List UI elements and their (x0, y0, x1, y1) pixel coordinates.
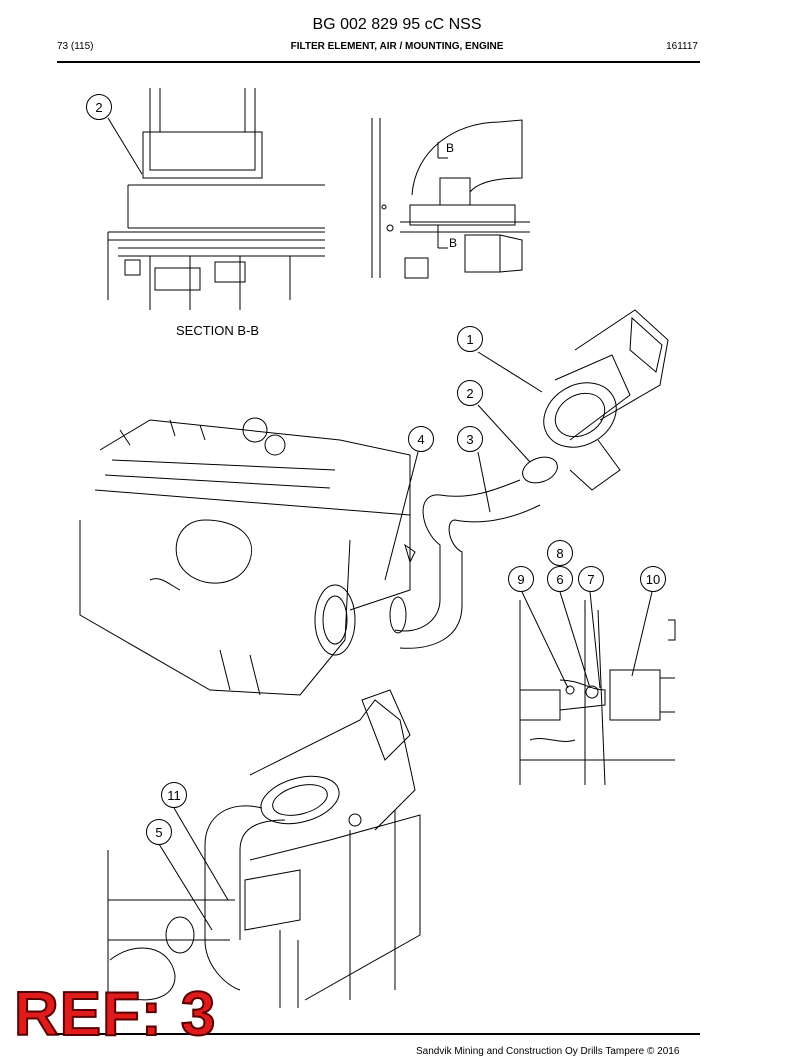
callout: 2 (457, 380, 483, 406)
section-marker: B (449, 236, 458, 250)
section-view-drawing (107, 88, 325, 310)
elevation-view-drawing (371, 118, 530, 279)
section-label: SECTION B-B (176, 323, 260, 338)
intake-hose-drawing (389, 479, 541, 649)
bottom-assembly-drawing (107, 689, 421, 1008)
callout: 4 (408, 426, 434, 452)
air-filter-assembly-drawing (522, 309, 669, 491)
document-code: 161117 (666, 41, 698, 52)
engine-drawing (79, 417, 411, 696)
callout: 2 (86, 94, 112, 120)
page-title: BG 002 829 95 cC NSS (312, 16, 482, 33)
callout: 8 (547, 540, 573, 566)
footer-copyright: Sandvik Mining and Construction Oy Drill… (416, 1046, 680, 1057)
callout: 9 (508, 566, 534, 592)
callout: 10 (640, 566, 666, 592)
callout: 6 (547, 566, 573, 592)
page-number: 73 (115) (57, 41, 94, 52)
section-title: FILTER ELEMENT, AIR / MOUNTING, ENGINE (290, 41, 504, 52)
header-rule (57, 61, 700, 63)
callout: 1 (457, 326, 483, 352)
ref-label: REF: 3 (13, 980, 217, 1049)
callout: 3 (457, 426, 483, 452)
callout: 7 (578, 566, 604, 592)
callout: 11 (161, 782, 187, 808)
footer-rule (57, 1033, 700, 1035)
callout: 5 (146, 819, 172, 845)
leader-lines (107, 117, 653, 931)
section-marker: B (446, 141, 455, 155)
detail-view-drawing (519, 600, 676, 786)
